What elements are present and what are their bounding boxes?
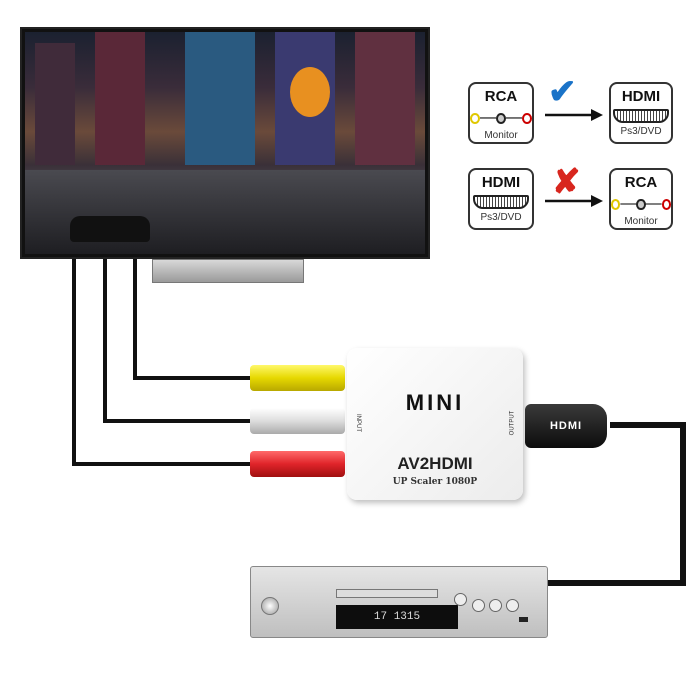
- converter-brand: MINI: [405, 390, 465, 415]
- box-subtitle: Ps3/DVD: [480, 212, 522, 223]
- eject-button[interactable]: [454, 593, 467, 606]
- usb-port: [519, 617, 528, 622]
- hdmi-port-icon: [473, 195, 529, 209]
- stop-button[interactable]: [489, 599, 502, 612]
- converter-tagline: UP Scaler 1080P: [392, 477, 478, 487]
- input-label: INPUT: [355, 414, 361, 432]
- box-title: HDMI: [621, 88, 661, 105]
- disc-tray: [336, 589, 438, 598]
- rca-jacks-icon: ——: [611, 195, 671, 213]
- box-title: HDMI: [481, 174, 521, 191]
- pause-button[interactable]: [506, 599, 519, 612]
- display-readout: 17 1315: [373, 611, 421, 623]
- tv-stand: [152, 259, 304, 283]
- dvd-display: 17 1315: [336, 605, 458, 629]
- hdmi-port-icon: [613, 109, 669, 123]
- box-subtitle: Monitor: [624, 216, 658, 227]
- white-rca-plug: [250, 408, 345, 434]
- hdmi-cable: [545, 422, 686, 586]
- hdmi-ps3-dvd-box-source: HDMI Ps3/DVD: [468, 168, 534, 230]
- play-button[interactable]: [472, 599, 485, 612]
- yellow-rca-plug: [250, 365, 345, 391]
- hdmi-plug: HDMI: [525, 404, 607, 448]
- rca-monitor-box-target: RCA —— Monitor: [609, 168, 673, 230]
- box-title: RCA: [484, 88, 518, 105]
- box-subtitle: Ps3/DVD: [620, 126, 662, 137]
- output-label: OUTPUT: [509, 410, 516, 436]
- hdmi-ps3-dvd-box: HDMI Ps3/DVD: [609, 82, 673, 144]
- television: [20, 27, 430, 259]
- rca-jacks-icon: ——: [470, 109, 532, 127]
- red-rca-plug: [250, 451, 345, 477]
- yellow-cable: [133, 258, 260, 380]
- tv-screen-city-image: [25, 32, 425, 254]
- box-subtitle: Monitor: [484, 130, 518, 141]
- arrow-right-icon: [545, 195, 603, 207]
- box-title: RCA: [624, 174, 658, 191]
- av2hdmi-converter: MINI AV2HDMI UP Scaler 1080P INPUT OUTPU…: [347, 348, 523, 500]
- dvd-player: 17 1315: [250, 566, 548, 638]
- arrow-right-icon: [545, 109, 603, 121]
- hdmi-plug-label: HDMI: [549, 420, 583, 432]
- converter-model: AV2HDMI: [397, 454, 473, 473]
- checkmark-icon: ✔: [548, 73, 577, 111]
- red-cable: [72, 258, 260, 466]
- cross-icon: ✘: [552, 163, 581, 201]
- volume-knob: [261, 597, 279, 615]
- rca-monitor-box: RCA —— Monitor: [468, 82, 534, 144]
- white-cable: [103, 258, 260, 423]
